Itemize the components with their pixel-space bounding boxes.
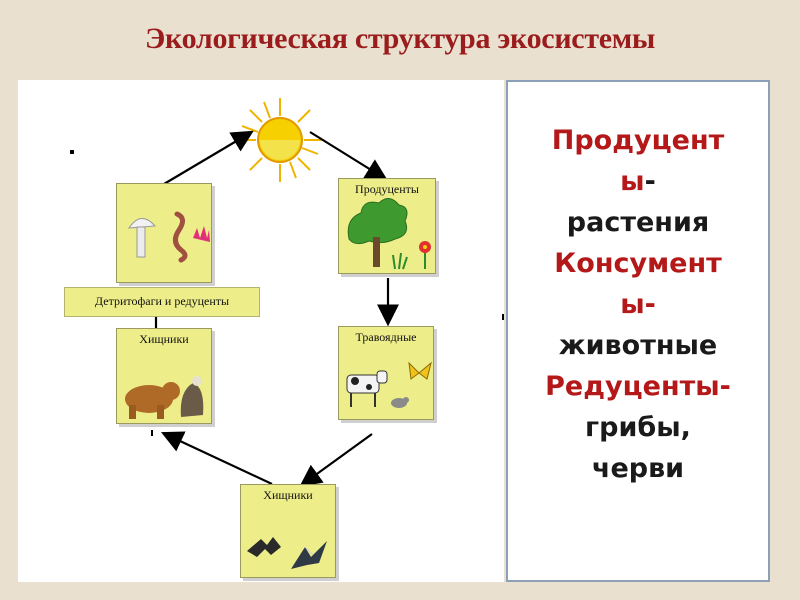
bear-icon [125,382,180,419]
eagle-icon [180,376,204,417]
herbivores-label: Травоядные [355,330,417,344]
fungus-icon [193,226,210,242]
panel-line-1: Продуцент [551,125,725,156]
predators-bottom-illustration [247,537,327,569]
detritivores-box [116,183,212,283]
bird-icon [291,541,327,569]
panel-line-2: ы- [620,166,656,197]
panel-line-9: черви [591,453,685,484]
arrow-predators-to-left [161,431,273,485]
diagram-arrows [145,98,504,487]
summary-panel: Продуцент ы- растения Консумент ы- живот… [506,80,770,582]
tree-icon [347,198,408,267]
predators-bottom-box: Хищники [240,484,336,578]
panel-line-6: животные [558,330,718,361]
panel-line-5: ы- [620,289,656,320]
predators-left-box: Хищники [116,328,212,424]
arrow-sun-to-producers [309,131,388,181]
panel-line-3: растения [566,207,710,238]
predators-left-illustration [125,376,204,419]
herbivores-illustration [346,361,432,408]
mushroom-icon [128,218,157,258]
slide-title: Экологическая структура экосистемы [144,22,656,55]
bat-icon [247,537,281,557]
detritivores-label: Детритофаги и редуценты [64,287,260,317]
producers-illustration [347,198,431,270]
grass-icon [392,252,408,270]
bullet-marker [70,150,74,154]
panel-line-8: грибы, [585,412,691,443]
ecosystem-diagram: Детритофаги и редуценты Продуценты Траво… [18,80,504,582]
butterfly-icon [408,361,432,380]
herbivores-box: Травоядные [338,326,434,420]
flower-icon [419,241,431,269]
cow-icon [346,370,388,407]
panel-line-7: Редуценты- [545,371,731,402]
worm-icon [173,211,188,263]
sun-icon [238,98,322,182]
arrow-herbivores-to-predators [299,433,373,487]
producers-label: Продуценты [355,182,419,196]
panel-line-4: Консумент [554,248,722,279]
predators-bottom-label: Хищники [263,488,313,502]
predators-left-label: Хищники [139,332,189,346]
mouse-icon [391,397,409,408]
detritivores-illustration [128,211,210,263]
producers-box: Продуценты [338,178,436,274]
arrow-detritus-to-sun [163,130,254,185]
